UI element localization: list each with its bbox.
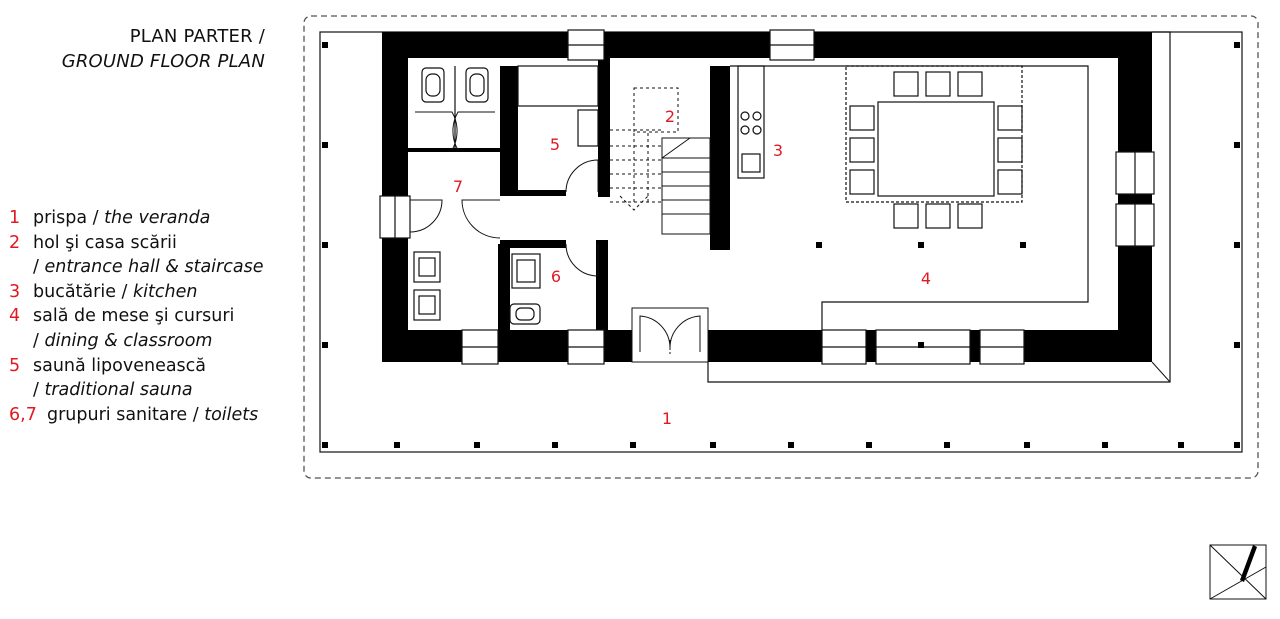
- site-boundary: [303, 15, 1259, 479]
- legend-ro: hol şi casa scării: [33, 232, 177, 253]
- legend-en: entrance hall & staircase: [44, 257, 264, 278]
- legend-num: 1: [9, 208, 21, 228]
- legend-ro: grupuri sanitare /: [47, 404, 199, 425]
- kitchen-counter: [737, 65, 765, 179]
- veranda-columns: [322, 42, 1240, 448]
- legend-en: kitchen: [133, 281, 198, 302]
- legend-item-2-cont: / entrance hall & staircase: [9, 255, 263, 280]
- room-number-2: 2: [665, 107, 675, 126]
- legend-en: the veranda: [104, 208, 211, 228]
- room-number-6: 6: [551, 267, 561, 286]
- legend-en: toilets: [204, 404, 259, 425]
- room-number-7: 7: [453, 177, 463, 196]
- legend-slash: /: [33, 380, 39, 401]
- legend-num: 2: [9, 232, 21, 253]
- legend-ro: prispa /: [33, 208, 99, 228]
- dining-outline: [730, 65, 1089, 330]
- legend-item-3: 3 bucătărie / kitchen: [9, 280, 263, 305]
- legend-ro: sală de mese şi cursuri: [33, 306, 235, 327]
- legend-num: 3: [9, 281, 21, 302]
- room-number-1: 1: [662, 409, 672, 428]
- veranda-corner: [1151, 361, 1171, 383]
- legend-num: 5: [9, 355, 21, 376]
- dining-table: [845, 65, 1023, 229]
- sanitary-fixtures: [413, 66, 541, 325]
- legend-num: 6,7: [9, 404, 37, 425]
- title-line-en: GROUND FLOOR PLAN: [61, 51, 265, 72]
- title-line-ro: PLAN PARTER /: [129, 26, 265, 47]
- plan-title: PLAN PARTER / GROUND FLOOR PLAN: [62, 24, 265, 74]
- legend-en: traditional sauna: [44, 380, 193, 401]
- legend-slash: /: [33, 330, 39, 351]
- interior-doors: [409, 111, 599, 277]
- north-arrow-icon: [1209, 544, 1267, 600]
- legend-item-5: 5 saună lipovenească: [9, 354, 263, 379]
- legend-item-5-cont: / traditional sauna: [9, 378, 263, 403]
- legend-en: dining & classroom: [44, 330, 213, 351]
- veranda-outline: [319, 31, 1243, 453]
- legend-item-4: 4 sală de mese şi cursuri: [9, 304, 263, 329]
- legend-ro: bucătărie /: [33, 281, 128, 302]
- legend-item-6-7: 6,7 grupuri sanitare / toilets: [9, 403, 263, 428]
- room-number-5: 5: [550, 135, 560, 154]
- legend-item-1: 1 prispa / the veranda: [9, 206, 263, 231]
- legend-item-2: 2 hol şi casa scării: [9, 231, 263, 256]
- legend-num: 4: [9, 306, 21, 327]
- room-number-3: 3: [773, 141, 783, 160]
- main-door: [631, 307, 709, 363]
- outer-walls: [382, 32, 1152, 362]
- windows: [379, 29, 1155, 365]
- legend-slash: /: [33, 257, 39, 278]
- legend-ro: saună lipovenească: [33, 355, 207, 376]
- legend-item-4-cont: / dining & classroom: [9, 329, 263, 354]
- legend: 1 prispa / the veranda 2 hol şi casa scă…: [9, 206, 263, 427]
- sauna-bench: [517, 65, 599, 147]
- staircase: [610, 87, 711, 235]
- room-number-4: 4: [921, 269, 931, 288]
